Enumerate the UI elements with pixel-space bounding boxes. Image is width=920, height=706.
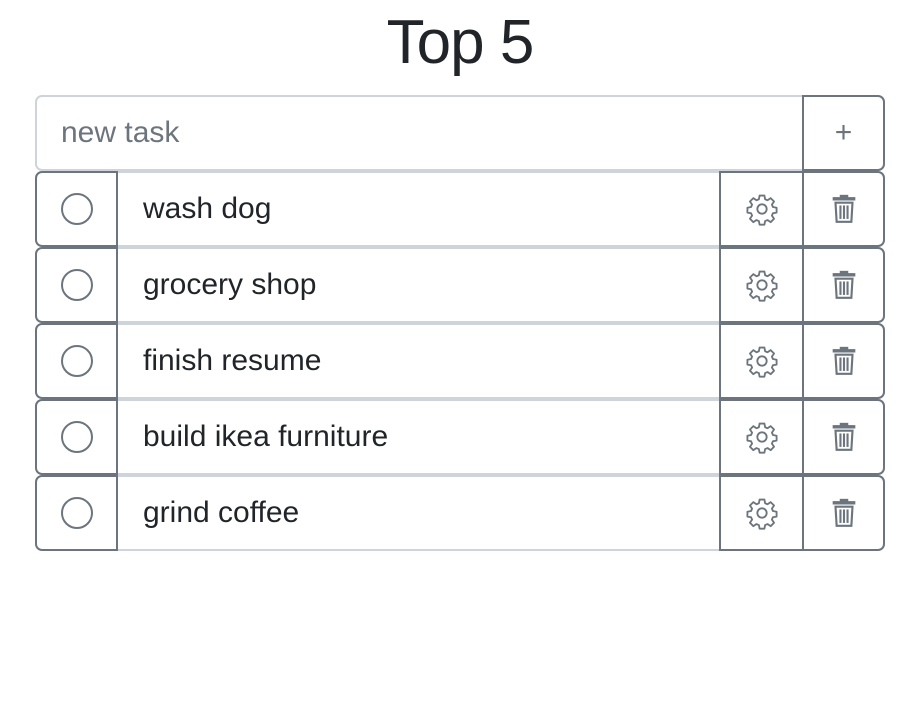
delete-button[interactable] <box>802 475 885 551</box>
settings-button[interactable] <box>719 399 802 475</box>
task-label[interactable]: finish resume <box>118 323 719 399</box>
circle-icon <box>60 269 93 301</box>
settings-button[interactable] <box>719 247 802 323</box>
task-label[interactable]: grind coffee <box>118 475 719 551</box>
gear-icon <box>745 498 778 530</box>
task-label[interactable]: build ikea furniture <box>118 399 719 475</box>
new-task-input[interactable] <box>35 95 802 171</box>
add-task-button[interactable]: + <box>802 95 885 171</box>
task-row: grind coffee <box>35 475 885 551</box>
settings-button[interactable] <box>719 323 802 399</box>
delete-button[interactable] <box>802 247 885 323</box>
trash-icon <box>832 194 855 223</box>
complete-toggle[interactable] <box>35 171 118 247</box>
settings-button[interactable] <box>719 475 802 551</box>
delete-button[interactable] <box>802 171 885 247</box>
circle-icon <box>60 345 93 377</box>
circle-icon <box>60 193 93 225</box>
circle-icon <box>60 497 93 529</box>
settings-button[interactable] <box>719 171 802 247</box>
task-label[interactable]: grocery shop <box>118 247 719 323</box>
gear-icon <box>745 194 778 226</box>
delete-button[interactable] <box>802 323 885 399</box>
delete-button[interactable] <box>802 399 885 475</box>
complete-toggle[interactable] <box>35 323 118 399</box>
task-row: finish resume <box>35 323 885 399</box>
complete-toggle[interactable] <box>35 475 118 551</box>
complete-toggle[interactable] <box>35 247 118 323</box>
task-row: build ikea furniture <box>35 399 885 475</box>
complete-toggle[interactable] <box>35 399 118 475</box>
page-title: Top 5 <box>386 8 535 77</box>
new-task-form: + <box>35 95 885 171</box>
gear-icon <box>745 346 778 378</box>
gear-icon <box>745 270 778 302</box>
gear-icon <box>745 422 778 454</box>
task-label[interactable]: wash dog <box>118 171 719 247</box>
trash-icon <box>832 346 855 375</box>
trash-icon <box>832 498 855 527</box>
trash-icon <box>832 422 855 451</box>
trash-icon <box>832 270 855 299</box>
todo-app: Top 5 + wash dog <box>35 0 885 551</box>
task-list: wash dog <box>35 171 885 551</box>
task-row: grocery shop <box>35 247 885 323</box>
task-row: wash dog <box>35 171 885 247</box>
circle-icon <box>60 421 93 453</box>
